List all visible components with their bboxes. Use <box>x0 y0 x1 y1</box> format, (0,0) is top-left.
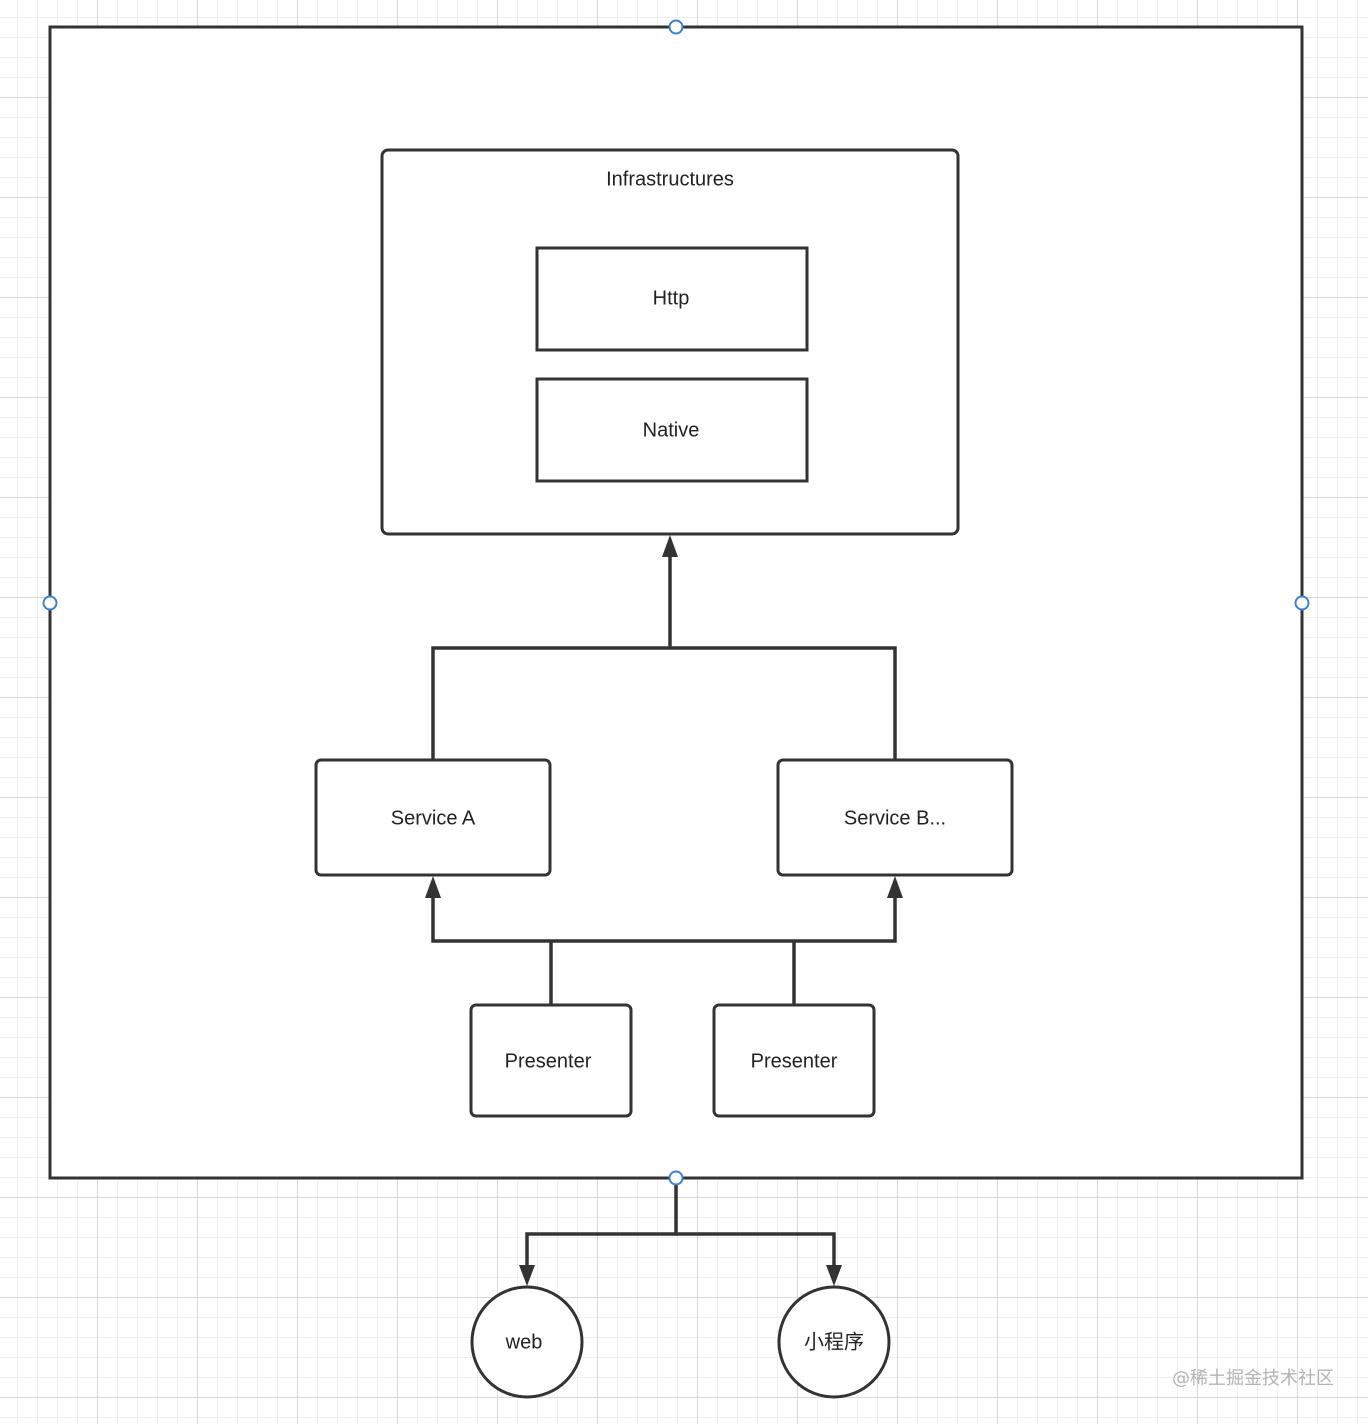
http-node[interactable]: Http <box>535 246 809 352</box>
selection-handle-right[interactable] <box>1294 595 1310 611</box>
selection-handle-left[interactable] <box>42 595 58 611</box>
web-arrowhead <box>519 1265 535 1286</box>
native-node[interactable]: Native <box>535 377 809 483</box>
mini-program-label: 小程序 <box>804 1330 864 1354</box>
mini-program-node[interactable]: 小程序 <box>777 1285 891 1399</box>
presenters-join-line[interactable] <box>431 897 897 943</box>
service-a-label: Service A <box>391 807 476 829</box>
native-label: Native <box>643 419 700 441</box>
selection-handle-top[interactable] <box>668 19 684 35</box>
service-a-node[interactable]: Service A <box>314 758 552 877</box>
presenter-2-node[interactable]: Presenter <box>712 1003 876 1118</box>
service-b-box[interactable] <box>776 758 1014 877</box>
presenter-2-label: Presenter <box>751 1050 838 1072</box>
infrastructures-label: Infrastructures <box>606 168 734 190</box>
frame-to-web-line[interactable] <box>525 1178 678 1266</box>
frame-to-mini-program-line[interactable] <box>676 1232 836 1266</box>
web-circle[interactable] <box>470 1285 584 1399</box>
presenter-2-box[interactable] <box>712 1003 876 1118</box>
edge-services-to-infrastructures[interactable] <box>431 535 897 760</box>
presenter-1-label: Presenter <box>505 1050 592 1072</box>
presenter-1-node[interactable]: Presenter <box>469 1003 633 1118</box>
presenter-1-box[interactable] <box>469 1003 633 1118</box>
service-a-box[interactable] <box>314 758 552 877</box>
edge-frame-to-clients[interactable] <box>519 1178 842 1286</box>
service-b-label: Service B... <box>844 807 946 829</box>
service-b-node[interactable]: Service B... <box>776 758 1014 877</box>
watermark: @稀土掘金技术社区 <box>1172 1368 1334 1389</box>
native-box[interactable] <box>535 377 809 483</box>
http-label: Http <box>653 287 690 309</box>
selection-handle-bottom[interactable] <box>668 1170 684 1186</box>
edge-presenters-to-services[interactable] <box>425 876 903 1005</box>
service-a-arrowhead <box>425 876 441 898</box>
mini-program-circle[interactable] <box>777 1285 891 1399</box>
services-join-line[interactable] <box>431 646 897 760</box>
web-label: web <box>505 1331 543 1353</box>
service-b-arrowhead <box>887 876 903 898</box>
web-node[interactable]: web <box>470 1285 584 1399</box>
mini-program-arrowhead <box>826 1265 842 1286</box>
http-box[interactable] <box>535 246 809 352</box>
infrastructures-arrowhead <box>662 535 678 557</box>
